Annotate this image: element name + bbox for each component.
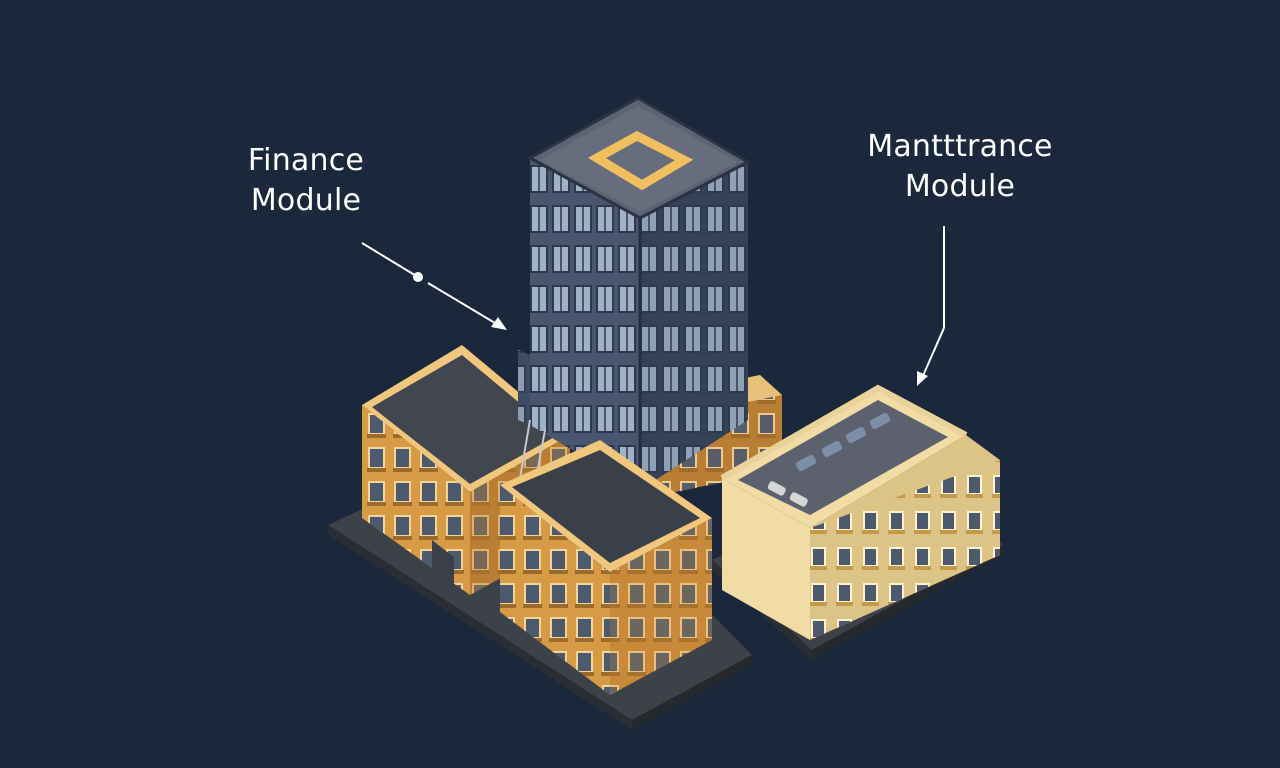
- central-tower: [517, 96, 752, 496]
- maintenance-label-line1: Mantttrance: [867, 129, 1053, 164]
- maintenance-pointer-arrow: [917, 226, 945, 386]
- finance-label-line1: Finance: [247, 143, 365, 178]
- roof-cars: [767, 412, 891, 507]
- finance-module-label: Finance Module: [226, 141, 386, 221]
- maintenance-label-line2: Module: [904, 169, 1016, 204]
- finance-pointer-arrow: [361, 242, 507, 330]
- cream-building: [720, 384, 1000, 640]
- front-ochre-building: [500, 440, 712, 695]
- finance-label-line2: Module: [250, 183, 362, 218]
- maintenance-module-label: Mantttrance Module: [840, 127, 1080, 207]
